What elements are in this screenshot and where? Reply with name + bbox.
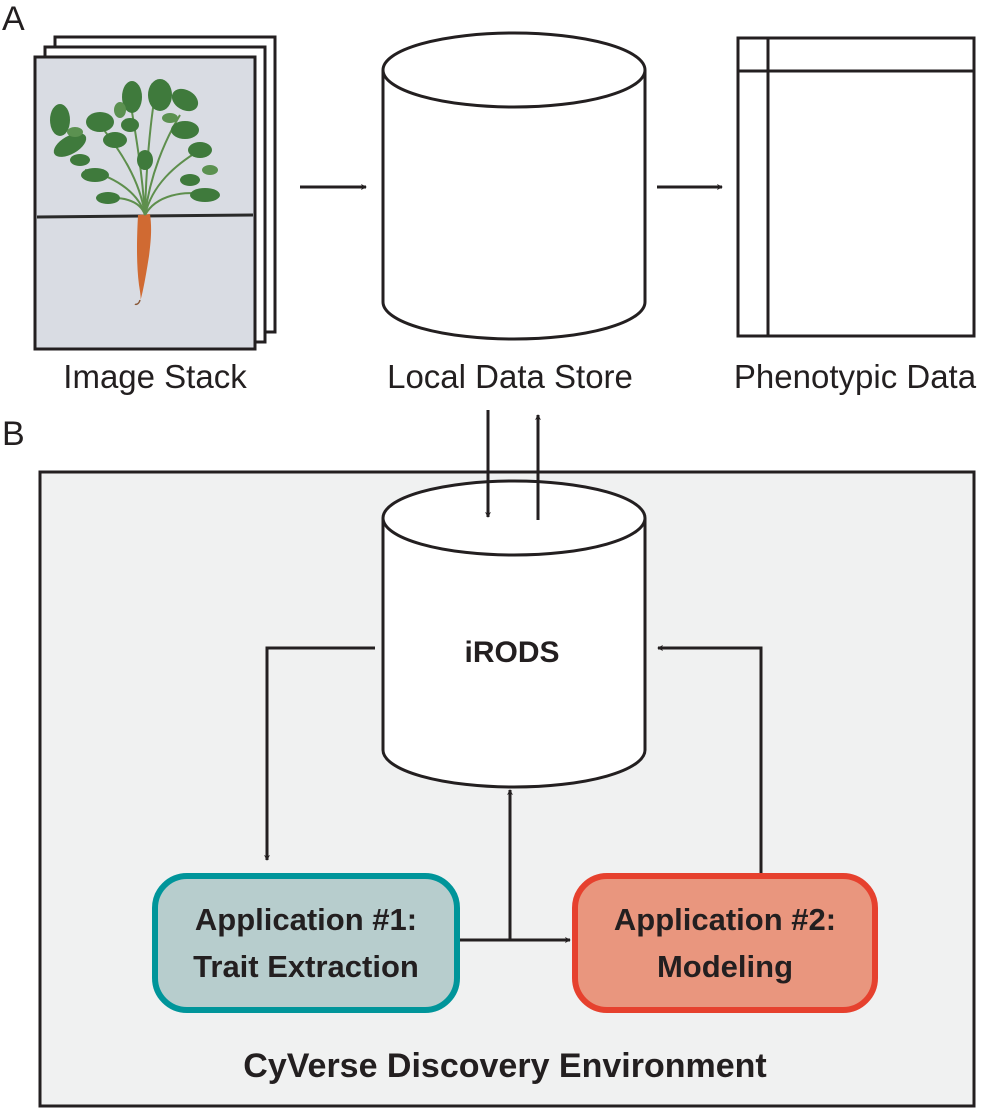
arrow-app2-to-irods — [657, 645, 763, 876]
local-data-store-label: Local Data Store — [387, 358, 633, 395]
local-data-store-cylinder — [381, 31, 647, 341]
phenotypic-data-label: Phenotypic Data — [734, 358, 977, 395]
panel-b-label: B — [2, 415, 25, 453]
irods-label: iRODS — [464, 636, 559, 669]
carrot-icon — [50, 79, 220, 306]
application-2-subtitle: Modeling — [657, 949, 793, 984]
image-stack — [33, 35, 277, 351]
irods-cylinder — [381, 479, 647, 789]
phenotypic-data-table — [736, 36, 976, 338]
application-1-box: Application #1: Trait Extraction — [152, 873, 460, 1013]
application-2-title: Application #2: — [614, 902, 836, 937]
application-1-title: Application #1: — [195, 902, 417, 937]
panel-a-label: A — [2, 0, 25, 38]
image-stack-label: Image Stack — [63, 358, 247, 395]
application-2-box: Application #2: Modeling — [572, 873, 878, 1013]
application-1-subtitle: Trait Extraction — [193, 949, 419, 984]
environment-label: CyVerse Discovery Environment — [243, 1047, 766, 1085]
arrow-irods-to-app1 — [264, 646, 375, 861]
